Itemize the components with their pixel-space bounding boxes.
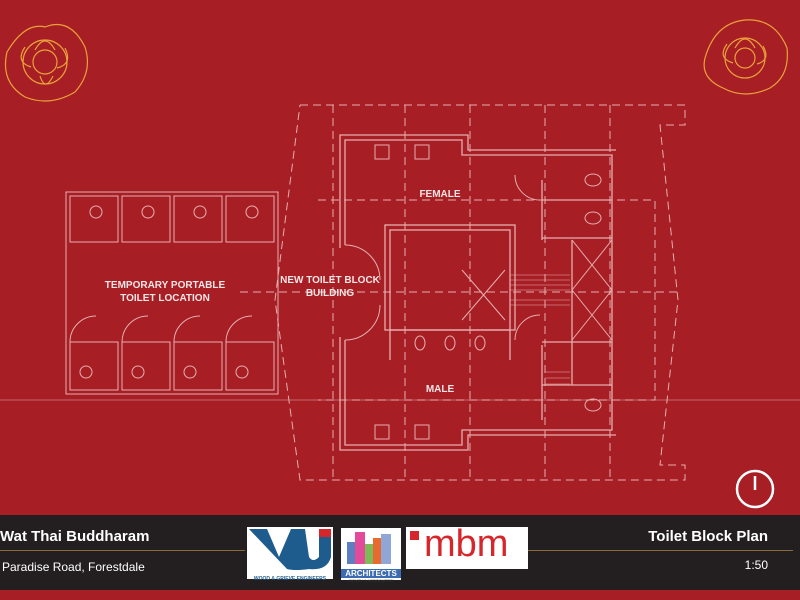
architects-logo: ARCHITECTS DOVEY & ASSOCIATES [341,528,401,583]
mbm-logo: mbm [406,523,528,569]
flower-ornament-icon [4,19,788,102]
portable-toilets-top [69,195,275,243]
wood-grieve-logo: WOOD & GRIEVE ENGINEERS [247,527,333,582]
portable-toilets-bottom [69,315,275,391]
temporary-toilet-label: TEMPORARY PORTABLE TOILET LOCATION [104,280,226,304]
divider [0,550,245,551]
divider [528,550,793,551]
male-label: MALE [425,384,455,395]
scale: 1:50 [744,558,768,572]
power-icon[interactable] [734,468,776,510]
project-title: Wat Thai Buddharam [0,528,150,545]
new-toilet-block-label: NEW TOILET BLOCK BUILDING [280,275,380,299]
plan-lines [0,104,800,481]
floor-plan [0,19,800,481]
bottom-strip [0,590,800,600]
project-address: Paradise Road, Forestdale [2,560,145,574]
female-label: FEMALE [419,189,461,200]
sheet-title: Toilet Block Plan [648,528,768,545]
footer-bar: Wat Thai Buddharam Paradise Road, Forest… [0,515,800,590]
